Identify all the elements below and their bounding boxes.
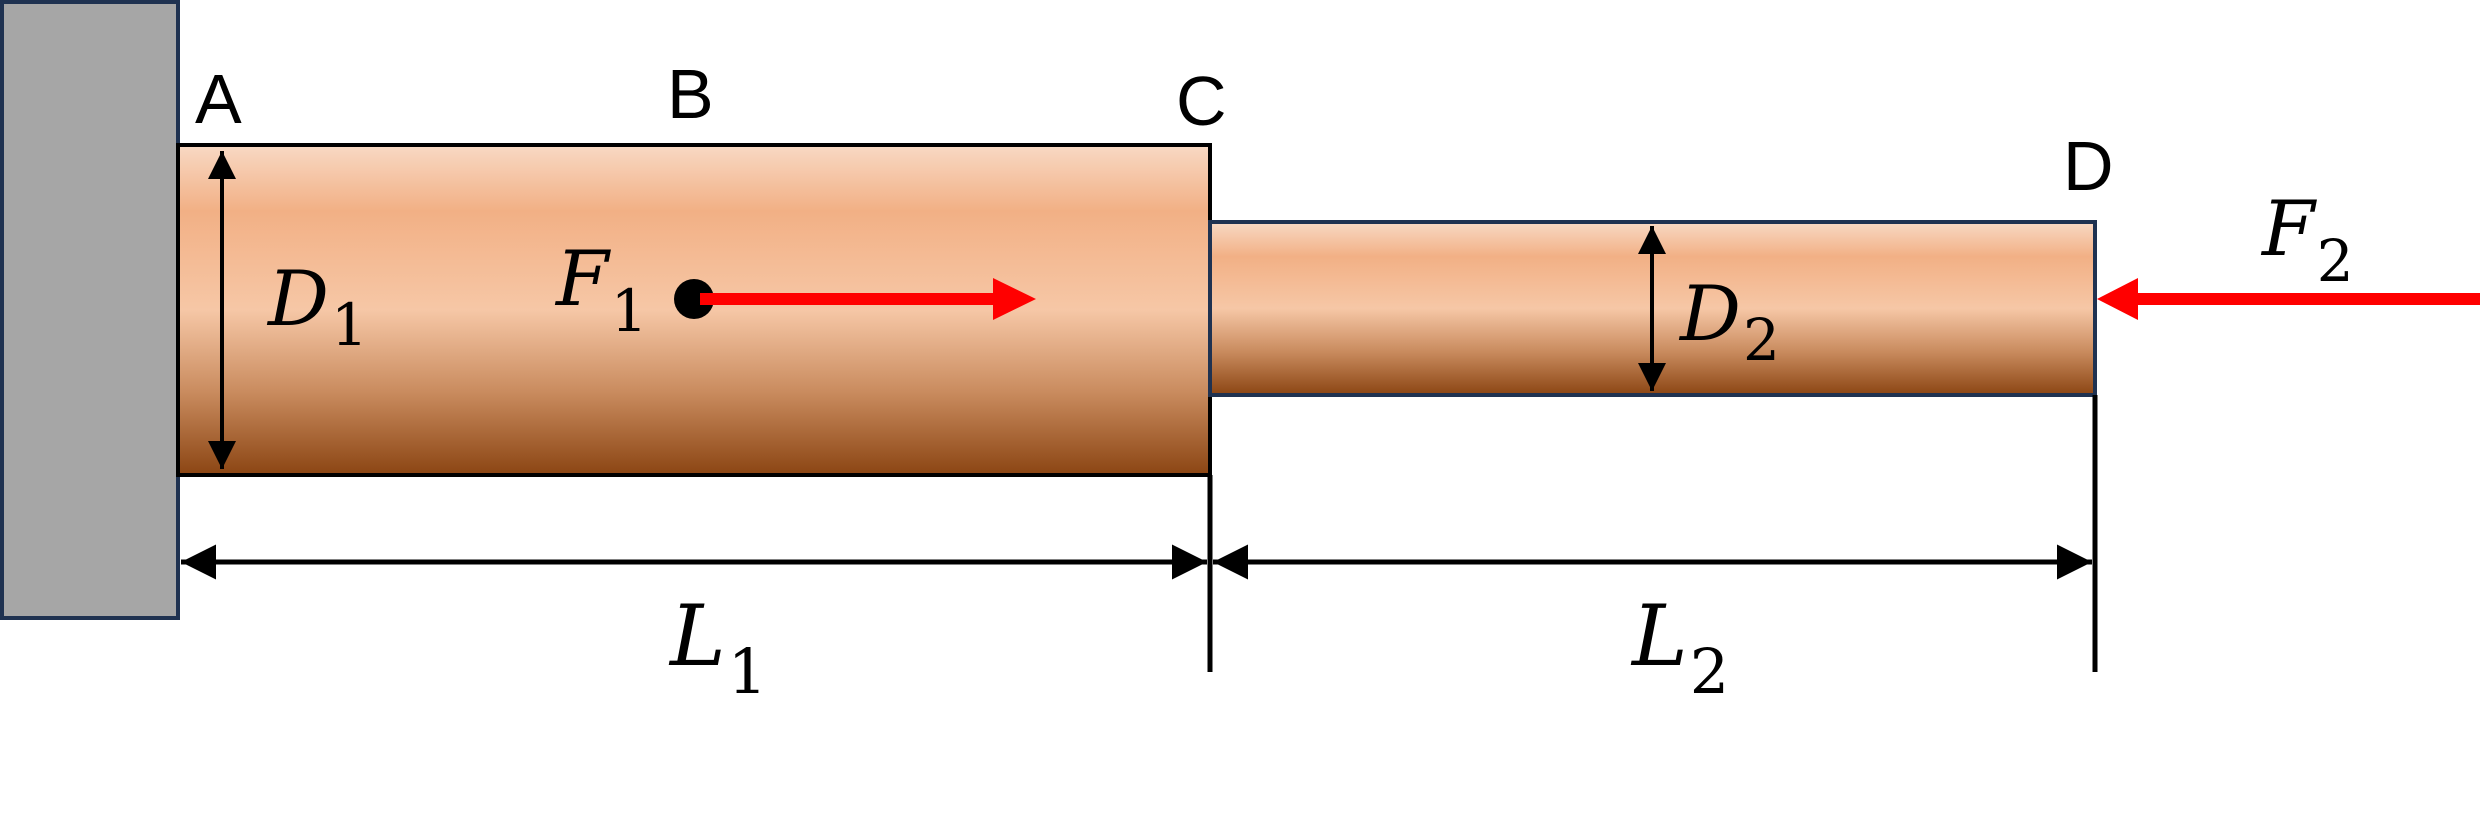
l2-label: L2	[1630, 587, 1729, 708]
d1-label: D1	[266, 254, 368, 359]
point-label-c: C	[1176, 62, 1227, 140]
point-label-d: D	[2063, 127, 2114, 205]
l1-label: L1	[668, 587, 767, 708]
f2-label: F2	[2260, 184, 2354, 295]
fixed-wall	[0, 0, 180, 620]
f1-label: F1	[554, 234, 648, 345]
f1-arrow-head	[993, 278, 1036, 320]
point-label-a: A	[195, 60, 242, 138]
d2-label: D2	[1678, 269, 1780, 374]
point-label-b: B	[667, 55, 714, 133]
f2-arrow-head	[2097, 278, 2138, 320]
f1-application-point	[674, 279, 714, 319]
